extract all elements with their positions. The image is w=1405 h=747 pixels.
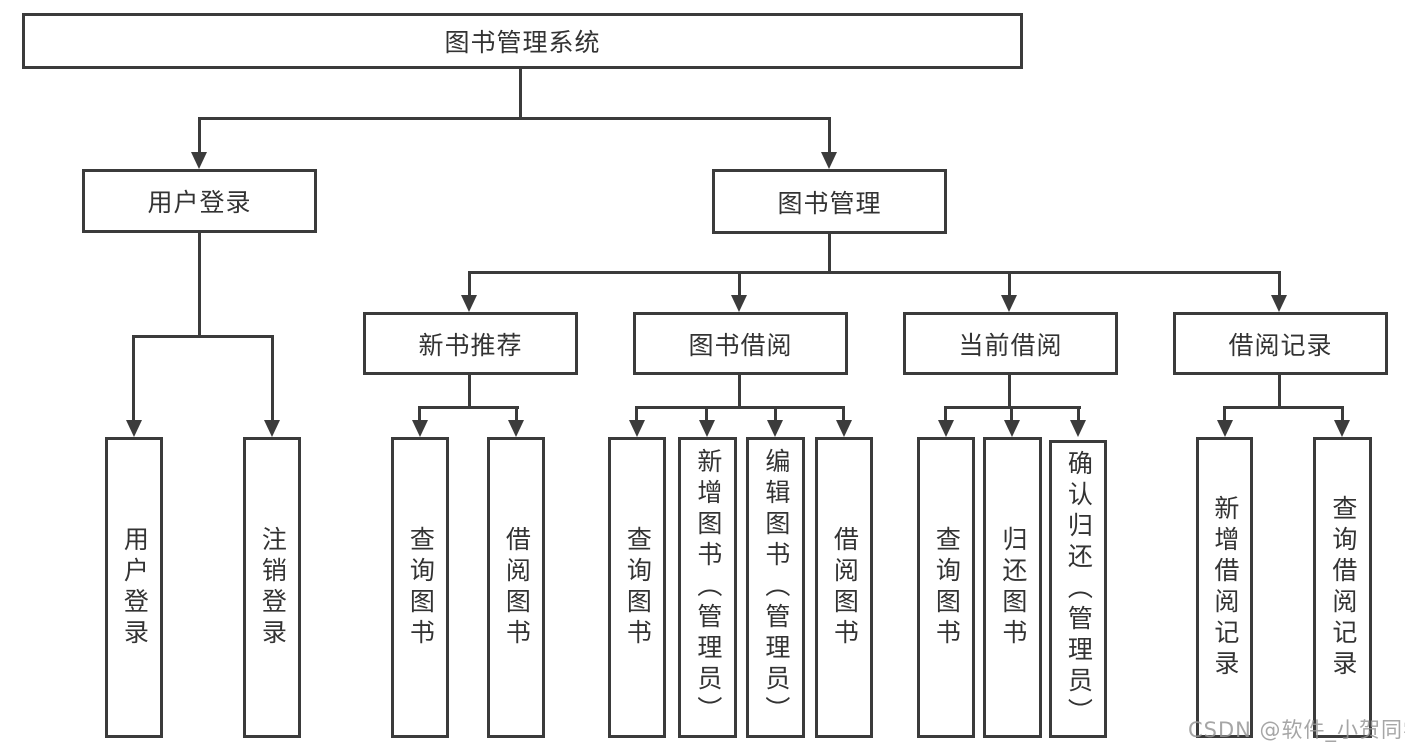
- leaf-borrowing-borrow-books: 借阅图书: [815, 437, 873, 738]
- connector-line: [1077, 406, 1080, 422]
- leaf-label: 用户登录: [120, 525, 150, 650]
- leaf-borrowing-edit-books-admin: 编辑图书（管理员）: [746, 437, 805, 738]
- node-label: 当前借阅: [958, 330, 1063, 360]
- node-library-management-system: 图书管理系统: [22, 13, 1023, 69]
- arrow-down-icon: [126, 420, 142, 437]
- node-label: 借阅记录: [1228, 330, 1333, 360]
- connector-line: [418, 406, 421, 422]
- connector-line: [198, 117, 201, 154]
- arrow-down-icon: [699, 420, 715, 437]
- leaf-label: 查询图书: [623, 525, 653, 650]
- arrow-down-icon: [731, 295, 747, 312]
- arrow-down-icon: [938, 420, 954, 437]
- leaf-borrowing-add-books-admin: 新增图书（管理员）: [678, 437, 737, 738]
- arrow-down-icon: [1334, 420, 1350, 437]
- leaf-logout: 注销登录: [243, 437, 301, 738]
- leaf-label: 查询图书: [932, 525, 962, 650]
- connector-line: [198, 117, 831, 120]
- leaf-current-confirm-return-admin: 确认归还（管理员）: [1049, 440, 1107, 738]
- connector-line: [828, 117, 831, 154]
- leaf-recommend-query-books: 查询图书: [391, 437, 449, 738]
- leaf-records-add-borrow-record: 新增借阅记录: [1196, 437, 1253, 738]
- connector-line: [705, 406, 708, 422]
- arrow-down-icon: [1001, 295, 1017, 312]
- connector-line: [828, 231, 831, 271]
- arrow-down-icon: [1271, 295, 1287, 312]
- leaf-label: 借阅图书: [502, 525, 532, 650]
- connector-line: [468, 271, 471, 297]
- node-book-borrowing: 图书借阅: [633, 312, 848, 375]
- node-borrowing-records: 借阅记录: [1173, 312, 1388, 375]
- leaf-records-query-borrow-record: 查询借阅记录: [1313, 437, 1372, 738]
- connector-line: [635, 406, 845, 409]
- arrow-down-icon: [1217, 420, 1233, 437]
- arrow-down-icon: [191, 152, 207, 169]
- connector-line: [1278, 373, 1281, 409]
- node-new-book-recommend: 新书推荐: [363, 312, 578, 375]
- csdn-watermark: CSDN @软件_小贺同学: [1188, 718, 1405, 742]
- leaf-user-login: 用户登录: [105, 437, 163, 738]
- leaf-label: 借阅图书: [830, 525, 860, 650]
- connector-line: [1278, 271, 1281, 297]
- leaf-label: 查询图书: [406, 525, 436, 650]
- leaf-label: 确认归还（管理员）: [1064, 449, 1094, 729]
- leaf-label: 编辑图书（管理员）: [761, 448, 791, 727]
- connector-line: [1008, 271, 1011, 297]
- node-current-borrowing: 当前借阅: [903, 312, 1118, 375]
- leaf-current-query-books: 查询图书: [917, 437, 975, 738]
- connector-line: [738, 271, 741, 297]
- leaf-label: 注销登录: [258, 525, 288, 650]
- connector-line: [1008, 373, 1011, 409]
- connector-line: [1223, 406, 1344, 409]
- arrow-down-icon: [836, 420, 852, 437]
- arrow-down-icon: [1004, 420, 1020, 437]
- connector-line: [944, 406, 947, 422]
- connector-line: [132, 335, 135, 421]
- arrow-down-icon: [1070, 420, 1086, 437]
- node-label: 图书借阅: [688, 330, 793, 360]
- arrow-down-icon: [767, 420, 783, 437]
- leaf-label: 归还图书: [998, 525, 1028, 650]
- node-label: 新书推荐: [418, 330, 523, 360]
- leaf-current-return-books: 归还图书: [983, 437, 1042, 738]
- connector-line: [738, 373, 741, 409]
- arrow-down-icon: [412, 420, 428, 437]
- node-label: 用户登录: [147, 188, 252, 217]
- arrow-down-icon: [821, 152, 837, 169]
- connector-line: [468, 373, 471, 409]
- connector-line: [198, 231, 201, 338]
- node-label: 图书管理: [777, 188, 882, 218]
- leaf-borrowing-query-books: 查询图书: [608, 437, 666, 738]
- connector-line: [635, 406, 638, 422]
- connector-line: [1341, 406, 1344, 422]
- leaf-recommend-borrow-books: 借阅图书: [487, 437, 545, 738]
- arrow-down-icon: [508, 420, 524, 437]
- leaf-label: 新增图书（管理员）: [693, 448, 723, 727]
- arrow-down-icon: [461, 295, 477, 312]
- node-label: 图书管理系统: [444, 28, 601, 57]
- connector-line: [842, 406, 845, 422]
- connector-line: [418, 406, 519, 409]
- leaf-label: 查询借阅记录: [1328, 494, 1358, 681]
- connector-line: [519, 66, 522, 117]
- node-book-management: 图书管理: [712, 169, 947, 234]
- connector-line: [1010, 406, 1013, 422]
- arrow-down-icon: [264, 420, 280, 437]
- connector-line: [774, 406, 777, 422]
- arrow-down-icon: [629, 420, 645, 437]
- node-user-login: 用户登录: [82, 169, 317, 233]
- connector-line: [132, 335, 274, 338]
- connector-line: [515, 406, 518, 422]
- connector-line: [1223, 406, 1226, 422]
- connector-line: [271, 335, 274, 421]
- leaf-label: 新增借阅记录: [1210, 494, 1240, 681]
- connector-line: [468, 271, 1281, 274]
